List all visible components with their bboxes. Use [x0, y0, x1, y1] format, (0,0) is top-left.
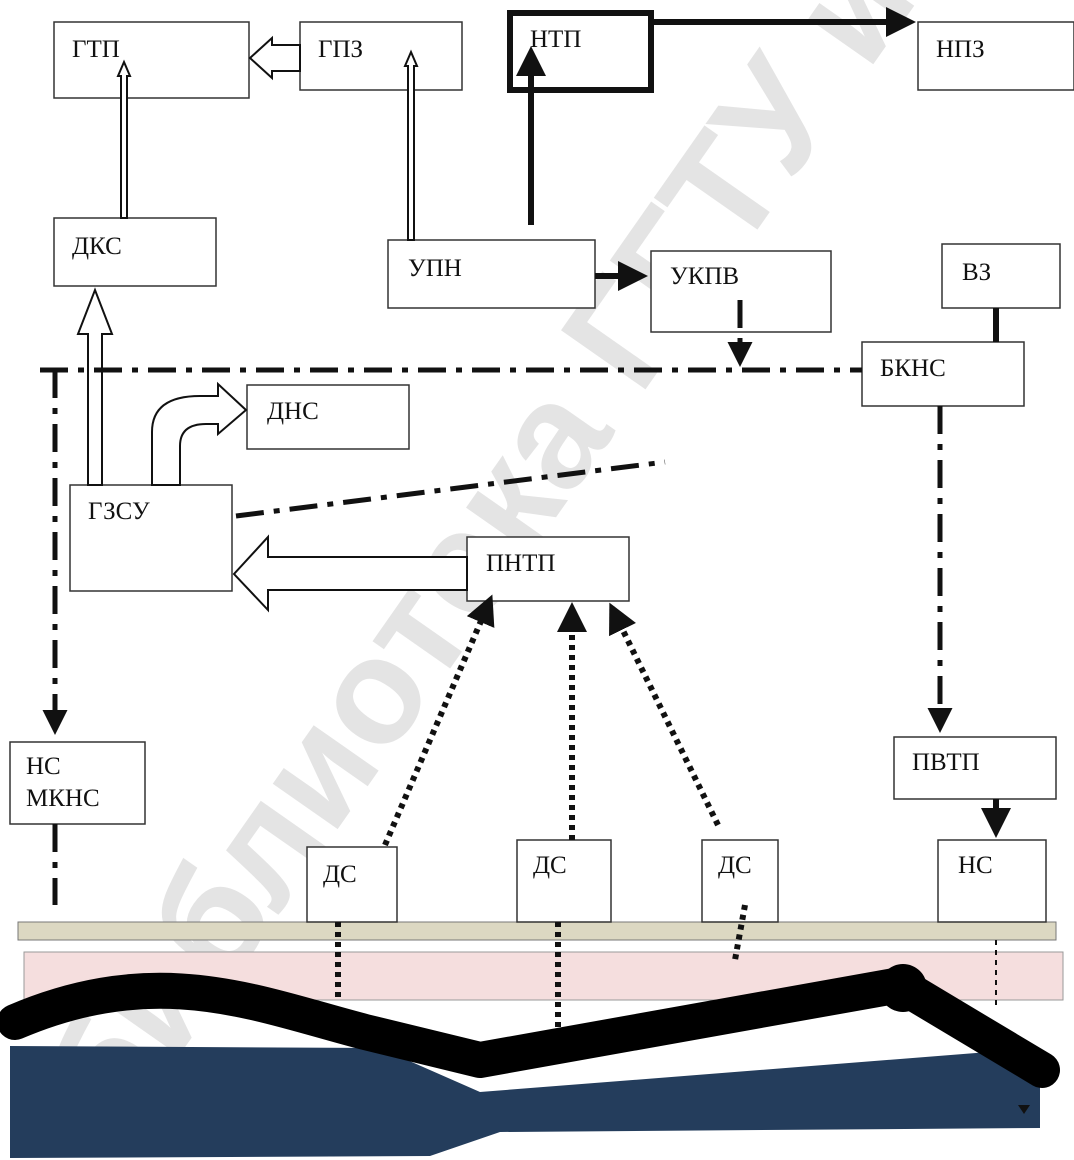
node-ns-mkns: НС МКНС — [10, 742, 145, 824]
ground-surface-band — [18, 922, 1056, 940]
node-label: ДС — [718, 852, 752, 879]
node-gtp: ГТП — [54, 22, 249, 98]
arrow-gzsu-to-dks — [78, 290, 112, 485]
node-label: ДКС — [72, 233, 122, 260]
node-label: УКПВ — [670, 263, 739, 290]
node-label: БКНС — [880, 355, 946, 382]
node-label: УПН — [408, 255, 462, 282]
node-label-line2: МКНС — [26, 785, 100, 812]
node-npz: НПЗ — [918, 22, 1074, 90]
node-bkns: БКНС — [862, 342, 1024, 406]
node-label: ДНС — [267, 398, 319, 425]
node-label: НТП — [530, 26, 581, 53]
arrow-gzsu-to-dns — [152, 384, 246, 485]
node-gzsu: ГЗСУ — [70, 485, 232, 591]
node-label-line1: НС — [26, 753, 61, 780]
node-label: ГТП — [72, 36, 120, 63]
stratum-bend-marker — [879, 964, 927, 1012]
node-ns: НС — [938, 840, 1046, 922]
node-label: ВЗ — [962, 259, 991, 286]
node-label: НС — [958, 852, 993, 879]
arrow-gpz-to-gtp — [250, 38, 300, 78]
node-pntp: ПНТП — [467, 537, 629, 601]
node-gpz: ГПЗ — [300, 22, 462, 90]
node-ds-3: ДС — [702, 840, 778, 922]
node-label: ПНТП — [486, 550, 555, 577]
node-vz: ВЗ — [942, 244, 1060, 308]
node-label: ПВТП — [912, 749, 980, 776]
node-upn: УПН — [388, 240, 595, 308]
node-label: ДС — [533, 852, 567, 879]
arrow-ds3-to-pntp — [612, 608, 718, 825]
node-label: ГПЗ — [318, 36, 363, 63]
node-label: ГЗСУ — [88, 498, 150, 525]
node-dks: ДКС — [54, 218, 216, 286]
node-label: ДС — [323, 861, 357, 888]
node-label: НПЗ — [936, 36, 985, 63]
node-ds-2: ДС — [517, 840, 611, 922]
node-pvtp: ПВТП — [894, 737, 1056, 799]
node-dns: ДНС — [247, 385, 409, 449]
node-ds-1: ДС — [307, 847, 397, 922]
